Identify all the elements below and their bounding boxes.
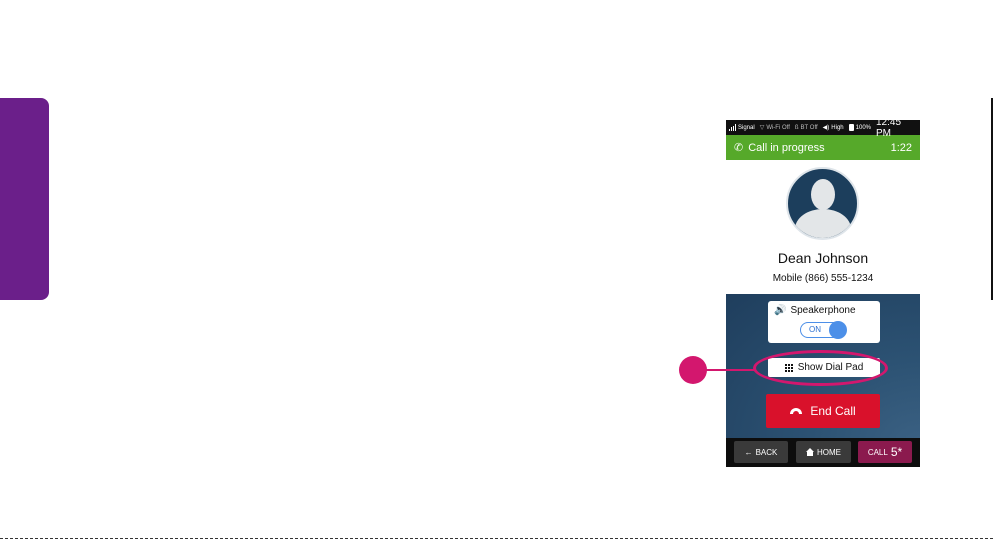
speakerphone-title: 🔊 Speakerphone (774, 305, 856, 316)
signal-label: Signal (738, 125, 755, 131)
home-label: HOME (817, 448, 841, 457)
speakerphone-toggle[interactable]: ON (800, 322, 844, 338)
call-5-star-button[interactable]: CALL 5* (858, 441, 912, 463)
call-status-bar: ✆ Call in progress 1:22 (726, 135, 920, 160)
clock: 12:45 PM (876, 120, 917, 139)
signal-bars-icon (729, 124, 736, 131)
avatar-head (811, 179, 835, 210)
speakerphone-label: Speakerphone (790, 305, 855, 316)
avatar-shoulders (795, 209, 851, 240)
toggle-state-label: ON (809, 325, 821, 334)
contact-name: Dean Johnson (726, 250, 920, 266)
callout-line (700, 369, 754, 371)
toggle-knob (829, 321, 847, 339)
page-bottom-rule (0, 538, 993, 539)
hang-up-icon (790, 408, 802, 414)
bottom-nav: ← BACK HOME CALL 5* (726, 438, 920, 467)
bluetooth-indicator: ß BT Off (795, 125, 818, 131)
callout-highlight-ring (753, 350, 888, 386)
phone-screen: Signal ▽ Wi-Fi Off ß BT Off ◀) High 100%… (726, 120, 920, 467)
bluetooth-label: BT Off (801, 125, 818, 131)
contact-panel: Dean Johnson Mobile (866) 555-1234 (726, 160, 920, 294)
callout-marker (679, 356, 707, 384)
volume-label: High (831, 125, 843, 131)
end-call-label: End Call (810, 404, 855, 418)
volume-indicator: ◀) High (823, 124, 844, 131)
status-bar: Signal ▽ Wi-Fi Off ß BT Off ◀) High 100%… (726, 120, 920, 135)
contact-number: Mobile (866) 555-1234 (726, 273, 920, 284)
home-button[interactable]: HOME (796, 441, 851, 463)
speakerphone-card: 🔊 Speakerphone ON (768, 301, 880, 343)
call-duration: 1:22 (891, 142, 912, 154)
back-label: BACK (756, 448, 778, 457)
wifi-indicator: ▽ Wi-Fi Off (760, 124, 790, 131)
call-5-star-label: 5* (891, 445, 902, 459)
end-call-button[interactable]: End Call (766, 394, 880, 428)
signal-indicator: Signal (729, 124, 755, 131)
battery-icon (849, 124, 854, 131)
speaker-icon: 🔊 (774, 305, 786, 316)
back-button[interactable]: ← BACK (734, 441, 788, 463)
phone-handset-icon: ✆ (734, 141, 743, 154)
battery-label: 100% (856, 125, 871, 131)
call-label: CALL (868, 448, 888, 457)
bluetooth-icon: ß (795, 125, 799, 131)
battery-indicator: 100% (849, 124, 871, 131)
wifi-icon: ▽ (760, 124, 765, 131)
volume-icon: ◀) (823, 124, 830, 131)
call-status-text: Call in progress (748, 142, 824, 154)
arrow-left-icon: ← (745, 448, 753, 457)
home-icon (806, 448, 814, 452)
wifi-label: Wi-Fi Off (766, 125, 790, 131)
avatar (786, 167, 859, 240)
section-tab (0, 98, 49, 300)
